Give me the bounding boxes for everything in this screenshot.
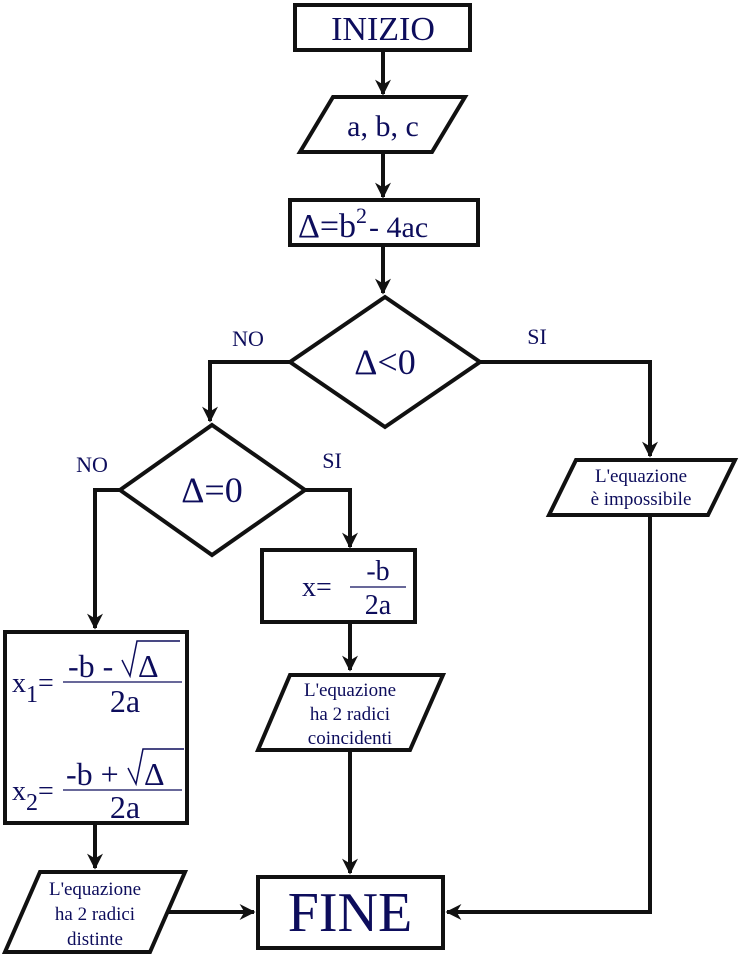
start-label: INIZIO bbox=[331, 11, 435, 48]
output-distinct-line1: L'equazione bbox=[49, 879, 141, 900]
single-root-lhs: x= bbox=[302, 572, 332, 603]
decision2-label: Δ=0 bbox=[181, 470, 242, 510]
end-label: FINE bbox=[288, 882, 412, 944]
x1-radicand: Δ bbox=[138, 648, 159, 684]
output-distinct-line2: ha 2 radici bbox=[55, 904, 135, 925]
single-root-node: x= -b 2a bbox=[260, 548, 417, 624]
arrow-decision2-si bbox=[305, 488, 358, 549]
output-coincident: L'equazione ha 2 radici coincidenti bbox=[254, 673, 447, 752]
two-roots-node: x1= -b - Δ 2a x2= -b + Δ 2a bbox=[3, 630, 189, 825]
connectors bbox=[87, 50, 658, 920]
decision1-label: Δ<0 bbox=[354, 342, 415, 382]
x1-denominator: 2a bbox=[110, 683, 140, 719]
decision2-si-label: SI bbox=[322, 448, 342, 473]
arrow-decision2-no bbox=[87, 488, 120, 630]
arrow-decision1-si bbox=[480, 360, 658, 458]
output-distinct: L'equazione ha 2 radici distinte bbox=[1, 870, 189, 954]
x1-numerator: -b - bbox=[68, 648, 113, 684]
x2-radicand: Δ bbox=[144, 756, 165, 792]
single-root-denominator: 2a bbox=[365, 590, 392, 621]
decision1-no-label: NO bbox=[232, 326, 264, 351]
input-label: a, b, c bbox=[347, 110, 419, 143]
arrow-decision1-no bbox=[202, 360, 290, 423]
discriminant-formula: Δ=b2- 4ac bbox=[298, 203, 428, 245]
start-node: INIZIO bbox=[293, 3, 472, 52]
decision-delta-zero: Δ=0 bbox=[116, 422, 309, 558]
x2-lhs: x2= bbox=[12, 776, 54, 816]
x2-sqrt-icon bbox=[127, 748, 184, 787]
x1-lhs: x1= bbox=[12, 668, 54, 708]
output-coincident-line1: L'equazione bbox=[304, 680, 396, 701]
discriminant-node: Δ=b2- 4ac bbox=[288, 198, 480, 247]
single-root-numerator: -b bbox=[366, 556, 389, 587]
output-impossible-line1: L'equazione bbox=[595, 466, 687, 487]
end-node: FINE bbox=[256, 875, 445, 950]
x2-numerator: -b + bbox=[66, 756, 119, 792]
decision2-no-label: NO bbox=[76, 452, 108, 477]
output-impossible: L'equazione è impossibile bbox=[545, 458, 739, 517]
x1-sqrt-icon bbox=[121, 640, 180, 679]
output-coincident-line3: coincidenti bbox=[308, 728, 392, 749]
decision1-si-label: SI bbox=[527, 324, 547, 349]
x2-denominator: 2a bbox=[110, 789, 140, 825]
output-impossible-line2: è impossibile bbox=[591, 489, 692, 510]
decision-delta-negative: Δ<0 bbox=[286, 294, 484, 430]
input-node: a, b, c bbox=[296, 95, 469, 154]
output-coincident-line2: ha 2 radici bbox=[310, 704, 390, 725]
arrow-impossible-end bbox=[445, 515, 652, 920]
output-distinct-line3: distinte bbox=[67, 929, 123, 950]
